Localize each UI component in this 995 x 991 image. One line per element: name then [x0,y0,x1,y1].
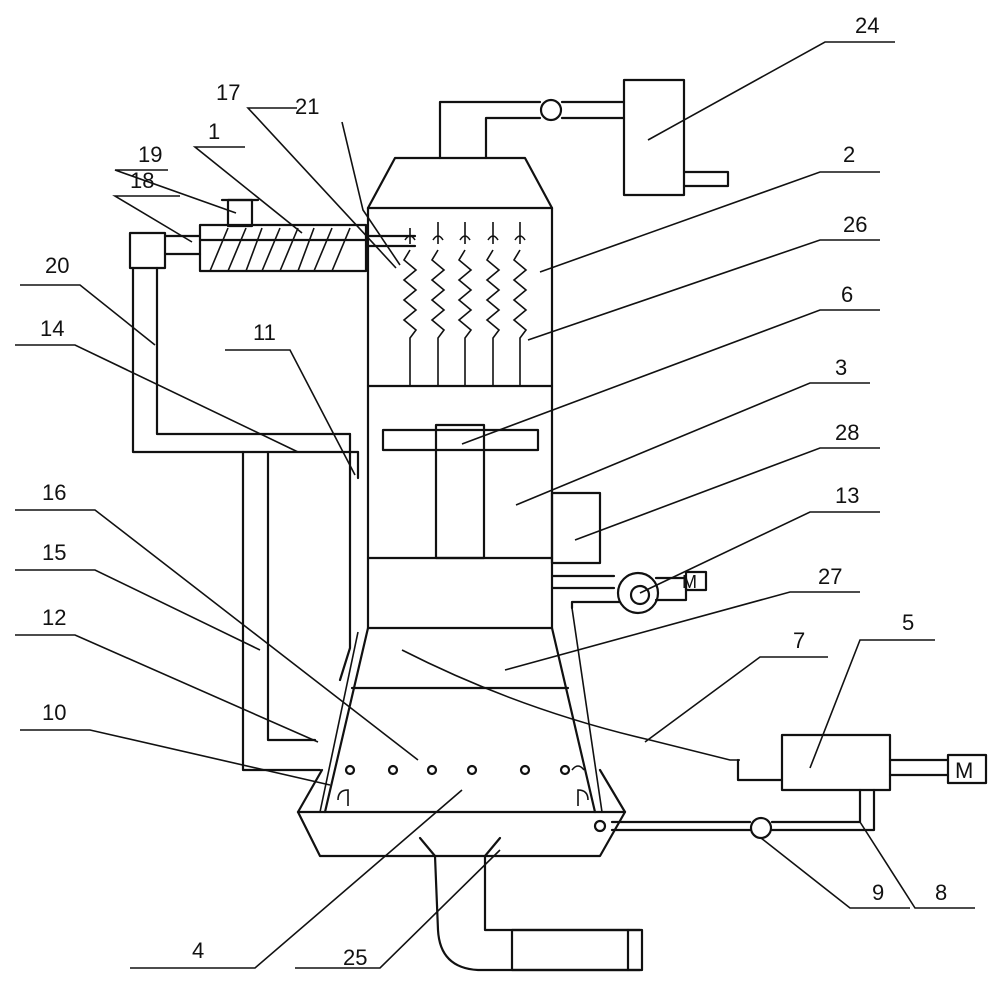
valve-9 [749,816,773,840]
label-6: 6 [841,282,853,307]
pipe-11 [338,432,352,682]
label-13: 13 [835,483,859,508]
label-14: 14 [40,316,64,341]
blower [550,570,708,615]
label-7: 7 [793,628,805,653]
label-26: 26 [843,212,867,237]
nozzles [337,764,589,806]
motor-label-13: M [682,572,697,592]
motor-label-5: M [955,758,973,783]
label-4: 4 [192,938,204,963]
label-12: 12 [42,605,66,630]
label-21: 21 [295,94,319,119]
label-3: 3 [835,355,847,380]
impeller [381,423,540,560]
box-24 [622,78,686,197]
label-11: 11 [253,320,276,345]
label-24: 24 [855,13,879,38]
label-25: 25 [343,945,367,970]
label-27: 27 [818,564,842,589]
motor-5 [946,753,988,785]
box-5 [780,733,892,792]
label-15: 15 [42,540,66,565]
exhaust-valve [539,98,563,122]
label-2: 2 [843,142,855,167]
label-1: 1 [208,119,220,144]
label-9: 9 [872,880,884,905]
label-5: 5 [902,610,914,635]
screw-feeder [163,198,417,273]
side-pipes [241,450,322,772]
electrode-rods [402,222,528,386]
leader-lines [15,41,975,969]
label-10: 10 [42,700,66,725]
return-pipe [131,266,360,454]
label-17: 17 [216,80,240,105]
label-28: 28 [835,420,859,445]
box-24-outlet [682,170,730,188]
label-19: 19 [138,142,162,167]
exhaust-pipe [438,100,626,160]
motor-box-18 [128,231,167,270]
label-18: 18 [130,168,154,193]
bottom-outlet [418,836,644,972]
box-28 [550,491,602,565]
label-8: 8 [935,880,947,905]
label-16: 16 [42,480,66,505]
label-20: 20 [45,253,69,278]
feed-line [593,788,876,833]
